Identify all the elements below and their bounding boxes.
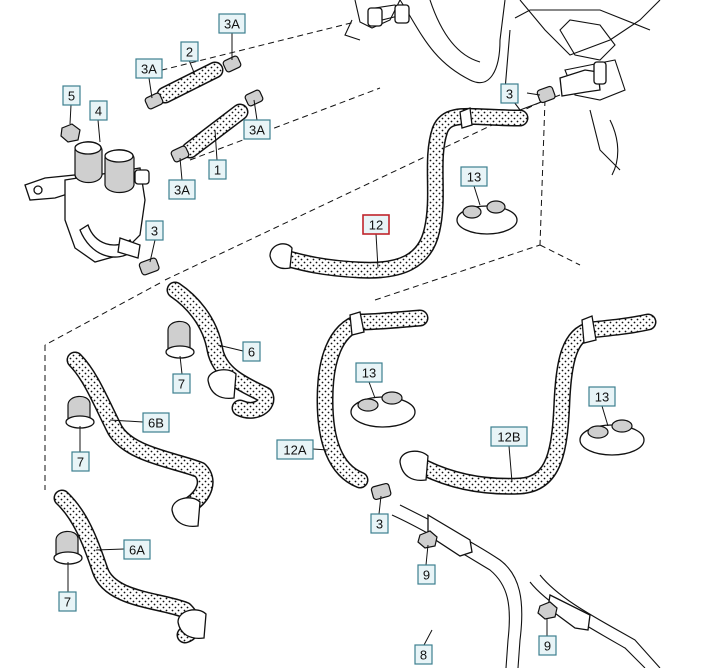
svg-text:3A: 3A (174, 183, 190, 198)
label-6[interactable]: 6 (242, 341, 261, 362)
svg-text:3A: 3A (249, 123, 265, 138)
svg-text:12: 12 (369, 218, 383, 233)
label-5[interactable]: 5 (62, 85, 81, 106)
label-1[interactable]: 1 (208, 159, 227, 180)
assembly-dashed-lines (44, 21, 581, 490)
svg-text:13: 13 (362, 366, 376, 381)
bolt-b (537, 601, 558, 620)
label-6b[interactable]: 6B (142, 412, 170, 433)
label-7-c[interactable]: 7 (58, 591, 77, 612)
hose-12b (399, 313, 657, 495)
label-12b[interactable]: 12B (490, 426, 528, 447)
svg-text:6B: 6B (148, 416, 164, 431)
valve-nut (60, 123, 81, 143)
label-13-right[interactable]: 13 (588, 386, 616, 407)
svg-text:12B: 12B (497, 430, 520, 445)
svg-text:9: 9 (544, 639, 551, 654)
svg-text:8: 8 (420, 648, 427, 663)
hose-6 (138, 257, 275, 419)
grommet-mid (350, 391, 416, 428)
label-3-mid[interactable]: 3 (145, 220, 164, 241)
svg-text:6A: 6A (129, 543, 145, 558)
label-3-right[interactable]: 3 (500, 83, 519, 104)
svg-text:3: 3 (506, 87, 513, 102)
label-13-mid[interactable]: 13 (355, 362, 383, 383)
hose-6b (65, 351, 214, 528)
connector-top-right (394, 4, 410, 24)
grommet-top (456, 200, 518, 235)
svg-text:3A: 3A (141, 62, 157, 77)
heater-valve-assembly (24, 123, 150, 263)
label-4[interactable]: 4 (89, 100, 108, 121)
label-3a-bottom[interactable]: 3A (168, 179, 196, 200)
label-3a-left[interactable]: 3A (135, 58, 163, 79)
svg-text:7: 7 (178, 377, 185, 392)
svg-text:1: 1 (214, 163, 221, 178)
label-12a[interactable]: 12A (276, 439, 314, 460)
svg-text:9: 9 (423, 568, 430, 583)
label-3a-right[interactable]: 3A (243, 119, 271, 140)
grommet-right (579, 419, 645, 456)
label-13-top[interactable]: 13 (460, 166, 488, 187)
svg-text:7: 7 (77, 455, 84, 470)
connector-top-left (367, 7, 383, 27)
hose-6a (53, 489, 207, 644)
svg-text:3: 3 (376, 517, 383, 532)
label-9-b[interactable]: 9 (538, 635, 557, 656)
label-9-a[interactable]: 9 (417, 564, 436, 585)
svg-text:13: 13 (467, 170, 481, 185)
label-12[interactable]: 12 (362, 214, 390, 235)
svg-text:2: 2 (186, 45, 193, 60)
part-labels: 3A 2 3A 5 4 3A 3A 1 (58, 13, 616, 665)
label-6a[interactable]: 6A (123, 539, 151, 560)
label-7-b[interactable]: 7 (71, 451, 90, 472)
label-3a-top[interactable]: 3A (218, 13, 246, 34)
svg-text:12A: 12A (283, 443, 306, 458)
label-3-low[interactable]: 3 (370, 513, 389, 534)
svg-text:7: 7 (64, 595, 71, 610)
svg-text:13: 13 (595, 390, 609, 405)
hose-12a (316, 309, 429, 501)
bolt-a (417, 530, 438, 549)
label-8[interactable]: 8 (414, 644, 433, 665)
svg-text:6: 6 (248, 345, 255, 360)
grommets (350, 200, 645, 456)
hose-12 (269, 85, 556, 279)
svg-text:5: 5 (68, 89, 75, 104)
label-7-a[interactable]: 7 (172, 373, 191, 394)
svg-text:3: 3 (151, 224, 158, 239)
svg-text:3A: 3A (224, 17, 240, 32)
label-2[interactable]: 2 (180, 41, 199, 62)
pipe-8 (391, 504, 661, 668)
leader-lines (67, 33, 609, 646)
svg-text:4: 4 (95, 104, 102, 119)
